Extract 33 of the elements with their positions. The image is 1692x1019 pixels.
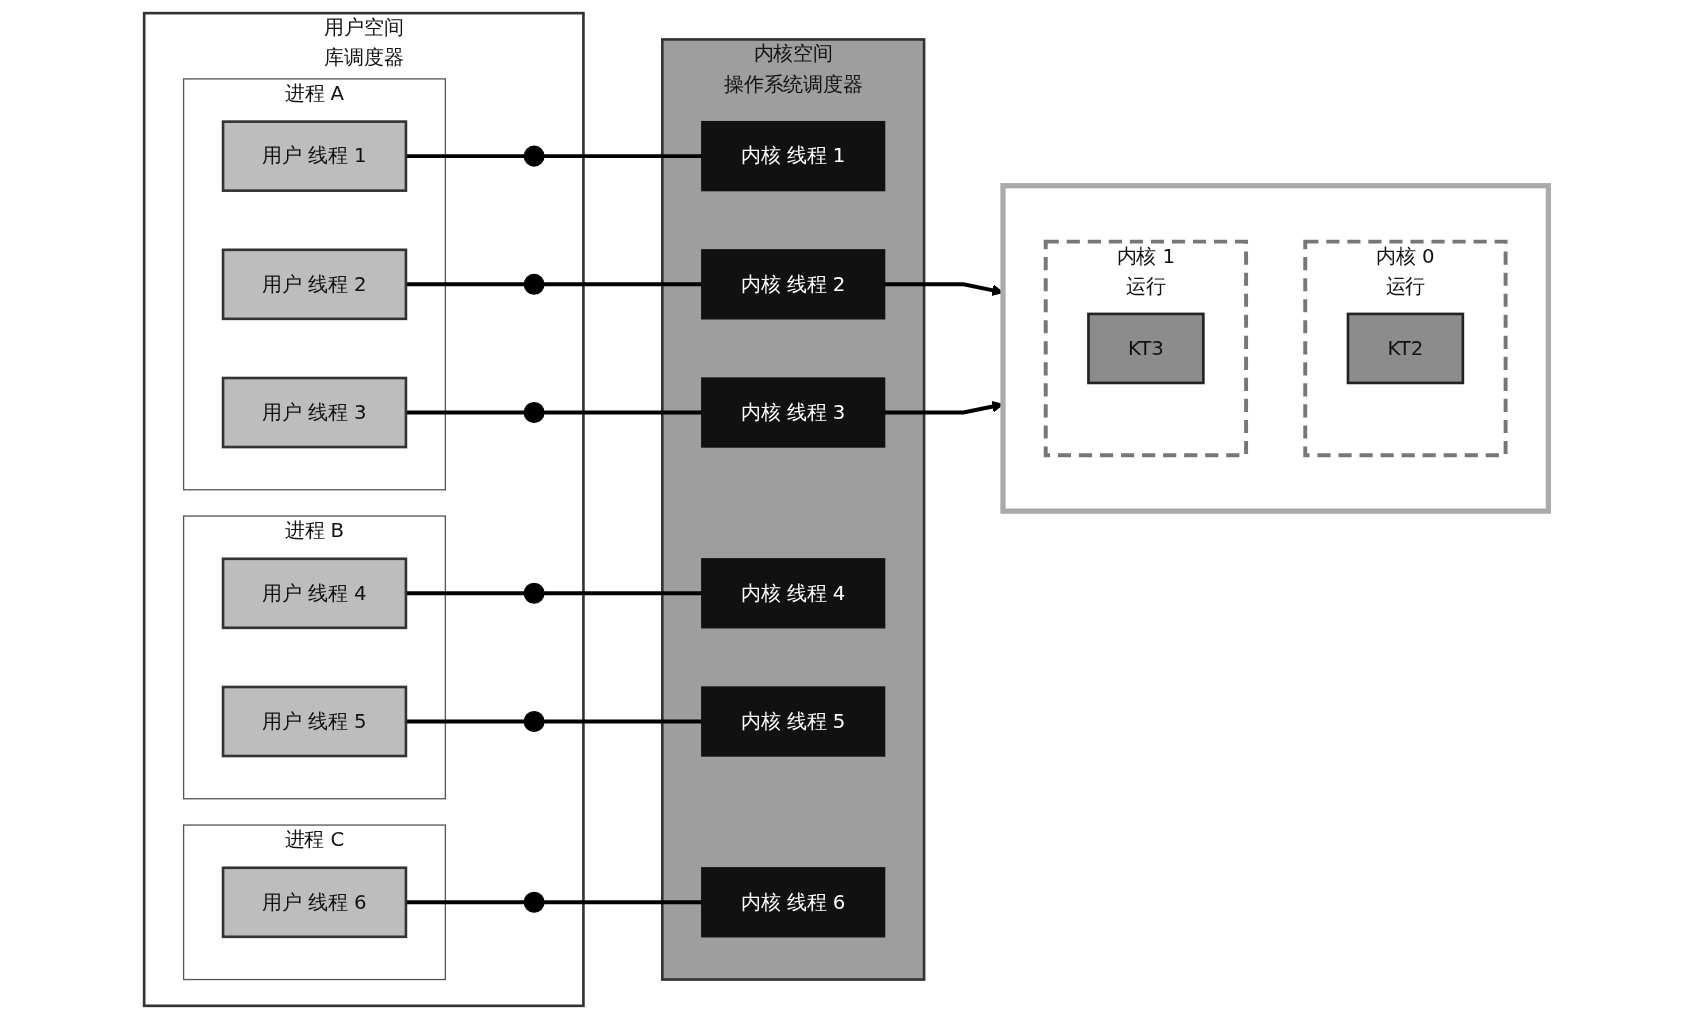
- connector: [543, 282, 702, 287]
- node-box: 内核 线程 4: [700, 558, 886, 629]
- node-circle: [523, 145, 545, 167]
- node-box: 用户 线程 3: [221, 376, 407, 449]
- node-box: KT2: [1346, 312, 1464, 385]
- node-box: 用户 线程 4: [221, 557, 407, 630]
- node-circle: [523, 582, 545, 604]
- node-circle: [523, 711, 545, 733]
- connector: [543, 900, 702, 905]
- connector: [405, 154, 524, 159]
- node-box: 内核 线程 6: [700, 867, 886, 938]
- node-circle: [523, 273, 545, 295]
- connector: [543, 154, 702, 159]
- node-box: 内核 线程 1: [700, 120, 886, 192]
- connector: [405, 591, 524, 596]
- node-box: 用户 线程 1: [221, 120, 407, 192]
- node-box: 内核 线程 2: [700, 249, 886, 320]
- connector: [405, 410, 524, 415]
- node-box: KT3: [1086, 312, 1205, 385]
- connector: [405, 719, 524, 724]
- connector: [543, 410, 702, 415]
- connector: [405, 282, 524, 287]
- node-circle: [523, 891, 545, 913]
- connector: [543, 591, 702, 596]
- node-box: 用户 线程 6: [221, 866, 407, 939]
- node-box: 内核 线程 5: [700, 686, 886, 757]
- node-box: 用户 线程 5: [221, 685, 407, 758]
- node-circle: [523, 402, 545, 424]
- connector: [543, 719, 702, 724]
- node-box: 用户 线程 2: [221, 248, 407, 321]
- node-box: 内核 线程 3: [700, 377, 886, 448]
- connector: [405, 900, 524, 905]
- cluster: [1000, 183, 1551, 514]
